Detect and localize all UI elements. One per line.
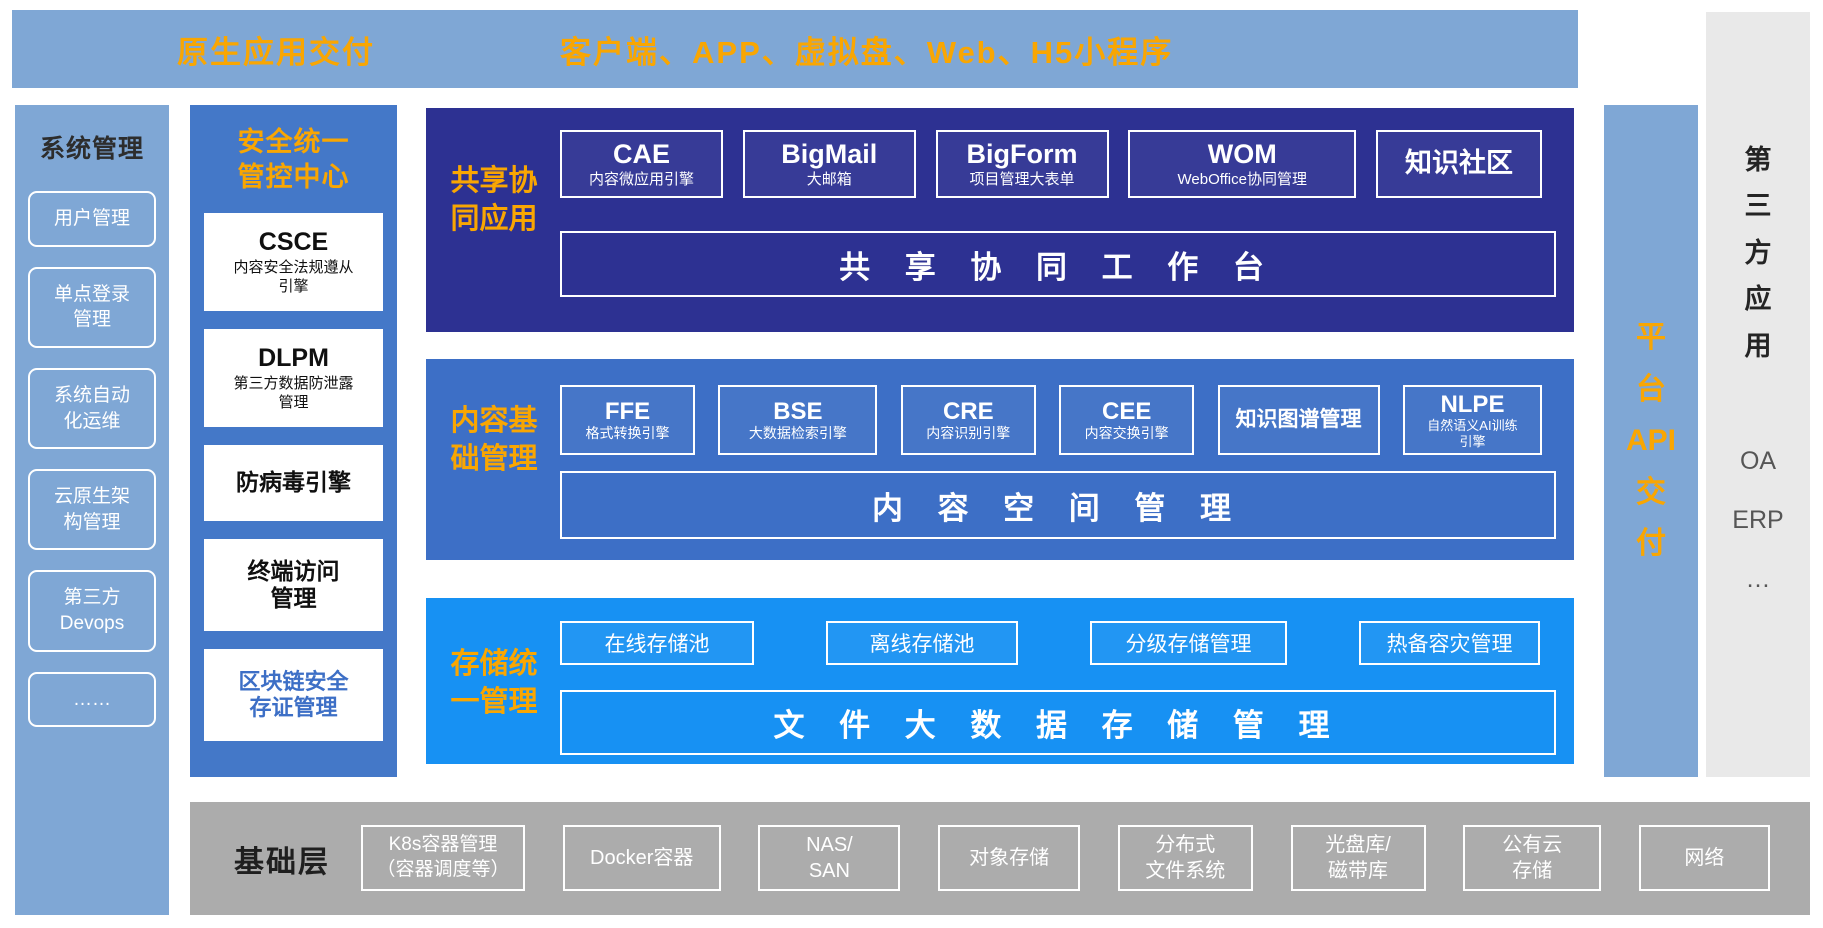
security-box-csce: CSCE 内容安全法规遵从 引擎 [204,213,383,312]
platform-api-delivery-label: 平 台 API 交 付 [1625,321,1676,561]
base-box-object-storage: 对象存储 [938,825,1081,891]
base-box-nas-san: NAS/ SAN [758,825,901,891]
cee-title: CEE [1101,397,1152,425]
dlpm-subtitle: 第三方数据防泄露 管理 [233,375,354,412]
storage-box-offline-pool: 离线存储池 [826,621,1018,665]
security-box-blockchain: 区块链安全 存证管理 [204,649,383,742]
third-party-item-oa: OA [1739,447,1777,476]
app-box-knowledge-graph: 知识图谱管理 [1217,385,1380,455]
native-app-delivery-label: 原生应用交付 [177,34,375,70]
file-bigdata-storage-management-bar: 文 件 大 数 据 存 储 管 理 [560,690,1556,755]
bse-title: BSE [773,397,823,425]
system-management-title: 系统管理 [39,135,144,163]
sidebar-item-automation-ops: 系统自动 化运维 [28,367,156,450]
sidebar-item-cloud-native-arch: 云原生架 构管理 [28,469,156,551]
app-box-nlpe: NLPE 自然语义AI训练 引擎 [1402,385,1542,455]
app-box-cae: CAE 内容微应用引擎 [560,130,723,198]
security-box-antivirus: 防病毒引擎 [204,445,383,522]
shared-collaboration-workbench-bar: 共 享 协 同 工 作 台 [560,231,1556,297]
third-party-item-ellipsis: … [1745,565,1771,594]
storage-boxes-row: 在线存储池 离线存储池 分级存储管理 热备容灾管理 [560,621,1540,665]
security-box-dlpm: DLPM 第三方数据防泄露 管理 [204,329,383,428]
sidebar-item-sso-management: 单点登录 管理 [28,266,156,348]
base-box-public-cloud: 公有云 存储 [1463,825,1602,891]
shared-apps-row: CAE 内容微应用引擎 BigMail 大邮箱 BigForm 项目管理大表单 … [560,130,1542,198]
storage-box-online-pool: 在线存储池 [560,621,754,665]
app-box-ffe: FFE 格式转换引擎 [560,385,695,455]
security-center-title: 安全统一 管控中心 [237,127,350,193]
shared-collaboration-section: 共享协 同应用 CAE 内容微应用引擎 BigMail 大邮箱 BigForm … [426,108,1574,332]
content-base-management-section: 内容基 础管理 FFE 格式转换引擎 BSE 大数据检索引擎 CRE 内容识别引… [426,359,1574,560]
base-box-docker: Docker容器 [562,825,721,891]
sidebar-item-user-management: 用户管理 [28,191,156,247]
ffe-title: FFE [604,397,651,425]
third-party-apps-title: 第 三 方 应 用 [1744,145,1772,361]
cee-subtitle: 内容交换引擎 [1084,425,1169,442]
client-types-label: 客户端、APP、虚拟盘、Web、H5小程序 [560,34,1174,70]
base-box-network: 网络 [1638,825,1770,891]
csce-title: CSCE [258,228,329,257]
security-box-terminal-access: 终端访问 管理 [204,539,383,632]
wom-subtitle: WebOffice协同管理 [1177,170,1307,188]
base-box-distributed-fs: 分布式 文件系统 [1117,825,1253,891]
app-box-wom: WOM WebOffice协同管理 [1128,130,1357,198]
bse-subtitle: 大数据检索引擎 [748,425,847,442]
base-layer-boxes-row: K8s容器管理 （容器调度等） Docker容器 NAS/ SAN 对象存储 分… [361,825,1770,891]
third-party-apps-panel: 第 三 方 应 用 OA ERP … [1706,12,1810,777]
storage-unified-management-label: 存储统 一管理 [450,648,538,719]
dlpm-title: DLPM [258,344,329,373]
nlpe-title: NLPE [1440,390,1505,418]
security-control-center-panel: 安全统一 管控中心 CSCE 内容安全法规遵从 引擎 DLPM 第三方数据防泄露… [190,105,397,777]
base-infrastructure-layer: 基础层 K8s容器管理 （容器调度等） Docker容器 NAS/ SAN 对象… [190,802,1810,915]
system-management-panel: 系统管理 用户管理 单点登录 管理 系统自动 化运维 云原生架 构管理 第三方 … [15,105,169,915]
app-box-cee: CEE 内容交换引擎 [1059,385,1195,455]
wom-title: WOM [1207,139,1277,170]
app-box-bse: BSE 大数据检索引擎 [718,385,878,455]
ffe-subtitle: 格式转换引擎 [585,425,670,442]
base-layer-label: 基础层 [234,845,330,879]
cre-title: CRE [942,397,994,425]
antivirus-title: 防病毒引擎 [236,469,351,496]
csce-subtitle: 内容安全法规遵从 引擎 [233,259,354,296]
knowledge-community-title: 知识社区 [1405,148,1513,179]
terminal-access-title: 终端访问 管理 [247,557,340,612]
bigform-subtitle: 项目管理大表单 [969,170,1075,188]
storage-box-hot-standby-dr: 热备容灾管理 [1359,621,1540,665]
bigmail-subtitle: 大邮箱 [806,170,852,188]
cae-title: CAE [612,139,670,170]
cre-subtitle: 内容识别引擎 [926,425,1011,442]
content-space-management-bar: 内 容 空 间 管 理 [560,471,1556,539]
app-box-bigmail: BigMail 大邮箱 [742,130,916,198]
app-box-cre: CRE 内容识别引擎 [900,385,1036,455]
shared-collaboration-label: 共享协 同应用 [450,165,538,236]
platform-api-delivery-panel: 平 台 API 交 付 [1604,105,1698,777]
third-party-item-erp: ERP [1732,506,1784,535]
top-banner: 原生应用交付 客户端、APP、虚拟盘、Web、H5小程序 [12,10,1578,88]
content-base-management-label: 内容基 础管理 [450,405,538,476]
sidebar-item-ellipsis: …… [28,671,156,728]
bigform-title: BigForm [966,139,1078,170]
nlpe-subtitle: 自然语义AI训练 引擎 [1427,418,1518,449]
base-box-k8s: K8s容器管理 （容器调度等） [361,825,525,891]
base-box-optical-tape: 光盘库/ 磁带库 [1290,825,1426,891]
sidebar-item-thirdparty-devops: 第三方 Devops [28,570,156,652]
blockchain-title: 区块链安全 存证管理 [238,668,349,721]
knowledge-graph-title: 知识图谱管理 [1235,407,1362,431]
content-apps-row: FFE 格式转换引擎 BSE 大数据检索引擎 CRE 内容识别引擎 CEE 内容… [560,385,1542,455]
storage-unified-management-section: 存储统 一管理 在线存储池 离线存储池 分级存储管理 热备容灾管理 文 件 大 … [426,598,1574,764]
storage-box-tiered-storage: 分级存储管理 [1090,621,1287,665]
app-box-knowledge-community: 知识社区 [1376,130,1542,198]
app-box-bigform: BigForm 项目管理大表单 [935,130,1109,198]
bigmail-title: BigMail [781,139,878,170]
cae-subtitle: 内容微应用引擎 [588,170,694,188]
